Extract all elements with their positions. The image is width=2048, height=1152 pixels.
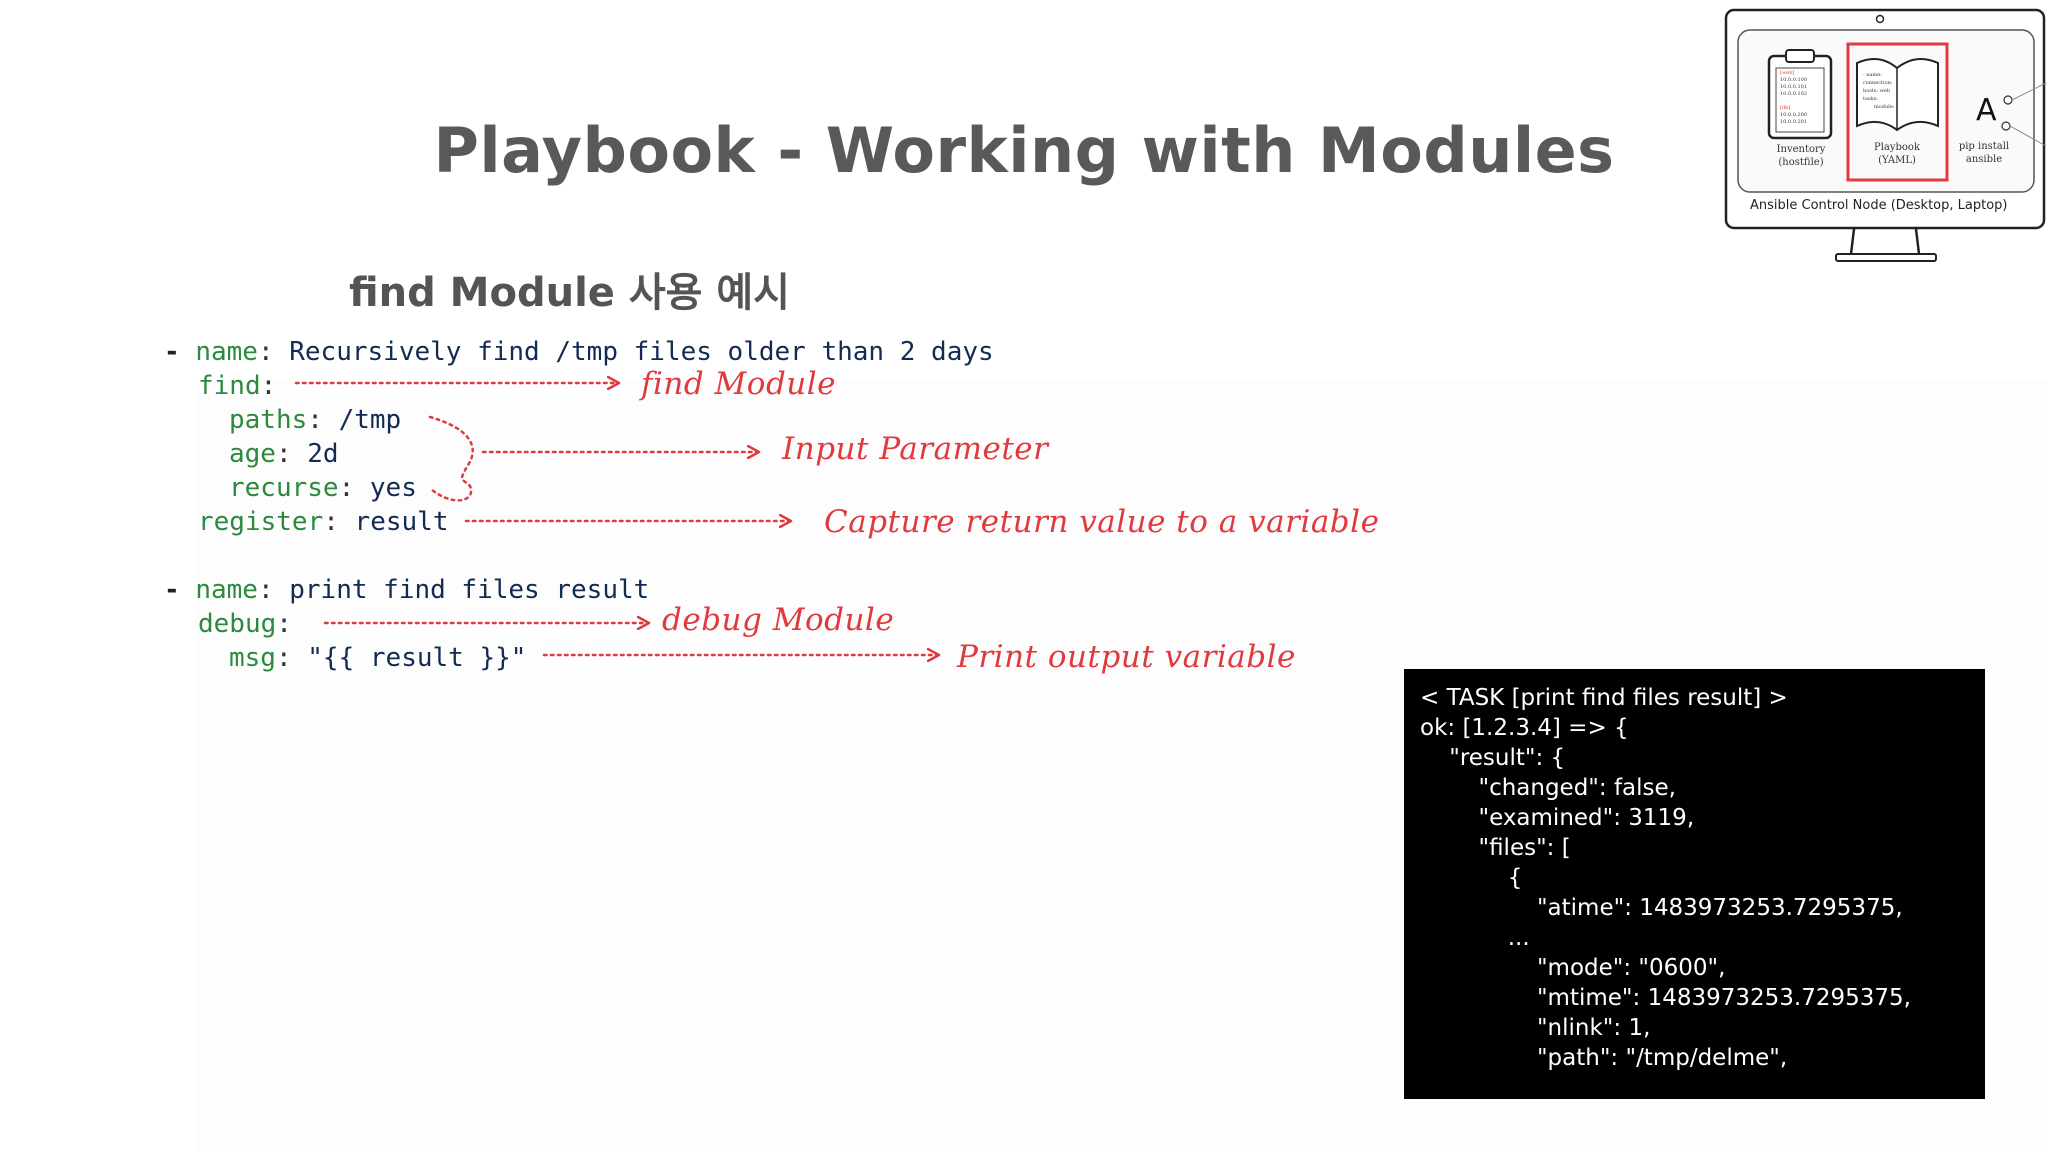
yaml-value: 2d (307, 439, 339, 469)
ansible-logo: A (1976, 93, 1997, 128)
annotation-print-output: Print output variable (957, 639, 1296, 675)
yaml-key: name (195, 337, 258, 367)
list-dash: - (164, 575, 180, 605)
brace-input-parameter (428, 415, 474, 502)
page-title: Playbook - Working with Modules (433, 114, 1615, 187)
control-node-diagram: A Inventory (hostfile) Playbook (YAML) p… (1724, 8, 2048, 263)
section-subtitle: find Module 사용 예시 (349, 270, 790, 316)
terminal-line: "result": { (1420, 745, 1566, 771)
inventory-label: Inventory (hostfile) (1776, 144, 1826, 168)
pip-install-label: pip install ansible (1958, 141, 2010, 165)
terminal-line: "atime": 1483973253.7295375, (1420, 895, 1903, 921)
code-line-task2-name: - name: print find files result (164, 575, 650, 605)
code-line-recurse: recurse: yes (229, 473, 417, 503)
code-line-age: age: 2d (229, 439, 339, 469)
playbook-line: tasks: (1863, 96, 1878, 102)
yaml-value: /tmp (338, 405, 402, 435)
inventory-line: 10.0.0.100 (1780, 77, 1808, 83)
inventory-line: 10.0.0.201 (1780, 119, 1808, 125)
playbook-line: hosts: web (1863, 88, 1891, 94)
terminal-line: ... (1420, 925, 1530, 951)
terminal-line: "examined": 3119, (1420, 805, 1695, 831)
terminal-line: "mode": "0600", (1420, 955, 1726, 981)
inventory-line: 10.0.0.102 (1780, 91, 1808, 97)
yaml-key: recurse (229, 473, 339, 503)
yaml-value: "{{ result }}" (307, 643, 527, 673)
code-line-task1-name: - name: Recursively find /tmp files olde… (164, 337, 994, 367)
monitor-illustration (1724, 8, 2047, 262)
code-line-find: find: (198, 371, 277, 401)
inventory-line: [db] (1780, 105, 1791, 111)
terminal-line: "mtime": 1483973253.7295375, (1420, 985, 1911, 1011)
terminal-line: { (1420, 865, 1523, 891)
code-line-paths: paths: /tmp (229, 405, 402, 435)
playbook-line: - name: (1863, 72, 1882, 78)
inventory-line: 10.0.0.101 (1780, 84, 1808, 90)
terminal-line: "nlink": 1, (1420, 1015, 1651, 1041)
yaml-key: name (195, 575, 258, 605)
playbook-line: connection: (1863, 80, 1893, 86)
annotation-input-parameter: Input Parameter (782, 431, 1049, 467)
list-dash: - (164, 337, 180, 367)
code-line-debug: debug: (198, 609, 292, 639)
yaml-value: yes (369, 473, 417, 503)
terminal-output-box: < TASK [print find files result] > ok: [… (1404, 669, 1985, 1099)
code-line-msg: msg: "{{ result }}" (229, 643, 527, 673)
annotation-debug-module: debug Module (662, 602, 895, 638)
annotation-find-module: find Module (641, 366, 837, 402)
yaml-value: result (354, 507, 449, 537)
playbook-label: Playbook (YAML) (1873, 142, 1921, 166)
terminal-line: "changed": false, (1420, 775, 1676, 801)
control-node-caption: Ansible Control Node (Desktop, Laptop) (1750, 198, 2008, 213)
yaml-value: Recursively find /tmp files older than 2… (289, 337, 994, 367)
terminal-line: "path": "/tmp/delme", (1420, 1045, 1788, 1071)
playbook-line: module: (1874, 104, 1895, 110)
inventory-line: 10.0.0.200 (1780, 112, 1808, 118)
terminal-line: < TASK [print find files result] > (1420, 685, 1788, 711)
code-line-register: register: result (198, 507, 449, 537)
yaml-key: msg (229, 643, 276, 673)
yaml-key: register (198, 507, 324, 537)
yaml-key: age (229, 439, 276, 469)
yaml-key: debug (198, 609, 277, 639)
terminal-line: ok: [1.2.3.4] => { (1420, 715, 1629, 741)
annotation-capture-return: Capture return value to a variable (824, 504, 1380, 540)
yaml-key: paths (229, 405, 308, 435)
terminal-line: "files": [ (1420, 835, 1571, 861)
inventory-line: [web] (1780, 70, 1795, 76)
yaml-value: print find files result (289, 575, 650, 605)
yaml-key: find (198, 371, 261, 401)
